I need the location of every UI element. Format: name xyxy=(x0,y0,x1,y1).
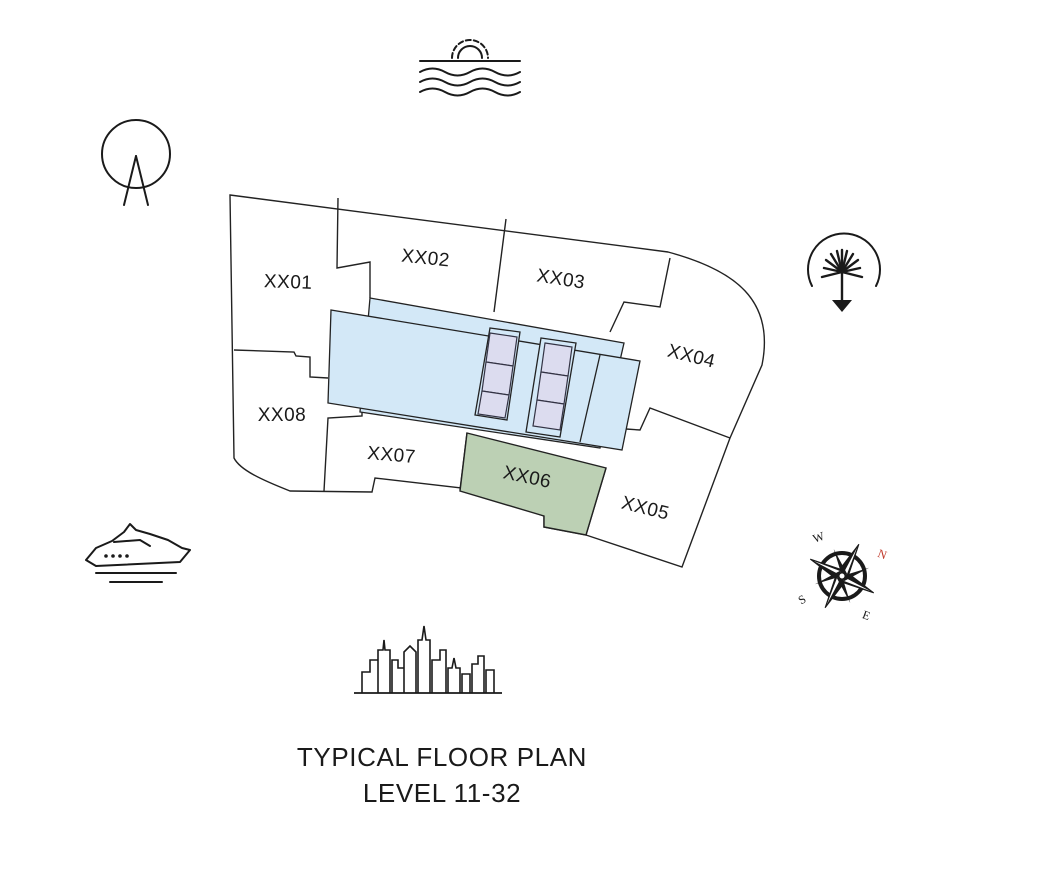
wall-03-04 xyxy=(609,257,671,333)
wall-01-02 xyxy=(336,197,371,298)
lift-car-5[interactable] xyxy=(536,371,569,405)
compass-east-label: E xyxy=(861,607,873,623)
unit-xx06-highlight[interactable] xyxy=(459,432,607,536)
plan-subtitle-level: LEVEL 11-32 xyxy=(362,778,522,808)
lift-car-3[interactable] xyxy=(477,390,510,419)
compass-south-label: S xyxy=(796,592,809,607)
core-corridor xyxy=(327,297,641,451)
unit-label-xx07[interactable]: XX07 xyxy=(366,443,416,468)
wall-02-03 xyxy=(493,218,507,313)
lift-car-2[interactable] xyxy=(481,361,514,396)
unit-label-xx08[interactable]: XX08 xyxy=(258,405,306,426)
sea-sunset-icon xyxy=(419,39,521,97)
city-skyline-icon xyxy=(354,625,502,694)
lift-car-4[interactable] xyxy=(540,342,573,377)
wall-01-08 xyxy=(233,349,329,379)
yacht-icon xyxy=(85,523,191,583)
palm-island-icon xyxy=(807,232,881,312)
wall-04-05 xyxy=(625,407,731,439)
compass-west-label: W xyxy=(811,528,827,545)
compass-north-label: N xyxy=(876,546,889,562)
core-divider xyxy=(579,354,601,443)
unit-label-xx02[interactable]: XX02 xyxy=(400,246,450,272)
compass-rose-icon: W N S E xyxy=(796,528,890,623)
lift-car-1[interactable] xyxy=(485,332,518,367)
lift-car-6[interactable] xyxy=(532,399,565,431)
plan-title: TYPICAL FLOOR PLAN xyxy=(296,742,588,772)
unit-label-xx01[interactable]: XX01 xyxy=(264,271,313,294)
observation-wheel-icon xyxy=(101,119,171,206)
